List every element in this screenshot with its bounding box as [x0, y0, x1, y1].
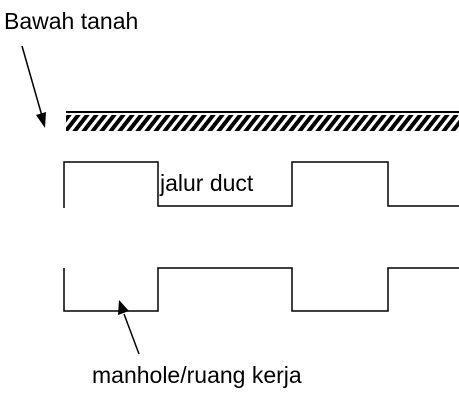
duct-label: jalur duct — [160, 170, 254, 196]
hatch-line — [162, 115, 180, 131]
hatch-line — [279, 115, 297, 131]
hatch-line — [225, 115, 243, 131]
hatch-line — [270, 115, 288, 131]
ground-arrow — [21, 45, 46, 128]
hatch-line — [432, 115, 450, 131]
hatch-line — [126, 115, 144, 131]
hatch-line — [81, 115, 99, 131]
hatch-line — [387, 115, 405, 131]
hatch-line — [441, 115, 459, 131]
hatch-line — [66, 115, 81, 131]
hatch-line — [261, 115, 279, 131]
hatch-line — [396, 115, 414, 131]
hatch-line — [450, 119, 459, 131]
hatch-line — [423, 115, 441, 131]
hatch-line — [117, 115, 135, 131]
hatch-line — [108, 115, 126, 131]
hatch-line — [351, 115, 369, 131]
hatch-line — [315, 115, 333, 131]
hatch-line — [171, 115, 189, 131]
hatch-line — [90, 115, 108, 131]
duct-route-upper — [63, 161, 459, 208]
manhole-arrow — [118, 300, 140, 355]
hatch-line — [72, 115, 90, 131]
ground-hatch — [66, 111, 459, 131]
hatch-line — [180, 115, 198, 131]
hatch-line — [234, 115, 252, 131]
hatch-line — [216, 115, 234, 131]
hatch-line — [153, 115, 171, 131]
hatch-line — [360, 115, 378, 131]
hatch-line — [414, 115, 432, 131]
hatch-line — [288, 115, 306, 131]
hatch-line — [306, 115, 324, 131]
hatch-line — [333, 115, 351, 131]
hatch-line — [198, 115, 216, 131]
hatch-line — [135, 115, 153, 131]
hatch-line — [243, 115, 261, 131]
manhole-label: manhole/ruang kerja — [92, 362, 302, 388]
duct-route-lower — [63, 267, 459, 312]
hatch-line — [342, 115, 360, 131]
hatch-line — [189, 115, 207, 131]
hatch-line — [252, 115, 270, 131]
hatch-line — [369, 115, 387, 131]
hatch-line — [297, 115, 315, 131]
hatch-line — [324, 115, 342, 131]
hatch-line — [405, 115, 423, 131]
ground-label: Bawah tanah — [4, 8, 139, 34]
hatch-line — [378, 115, 396, 131]
hatch-line — [66, 115, 72, 123]
hatch-line — [144, 115, 162, 131]
hatch-line — [99, 115, 117, 131]
hatch-line — [207, 115, 225, 131]
